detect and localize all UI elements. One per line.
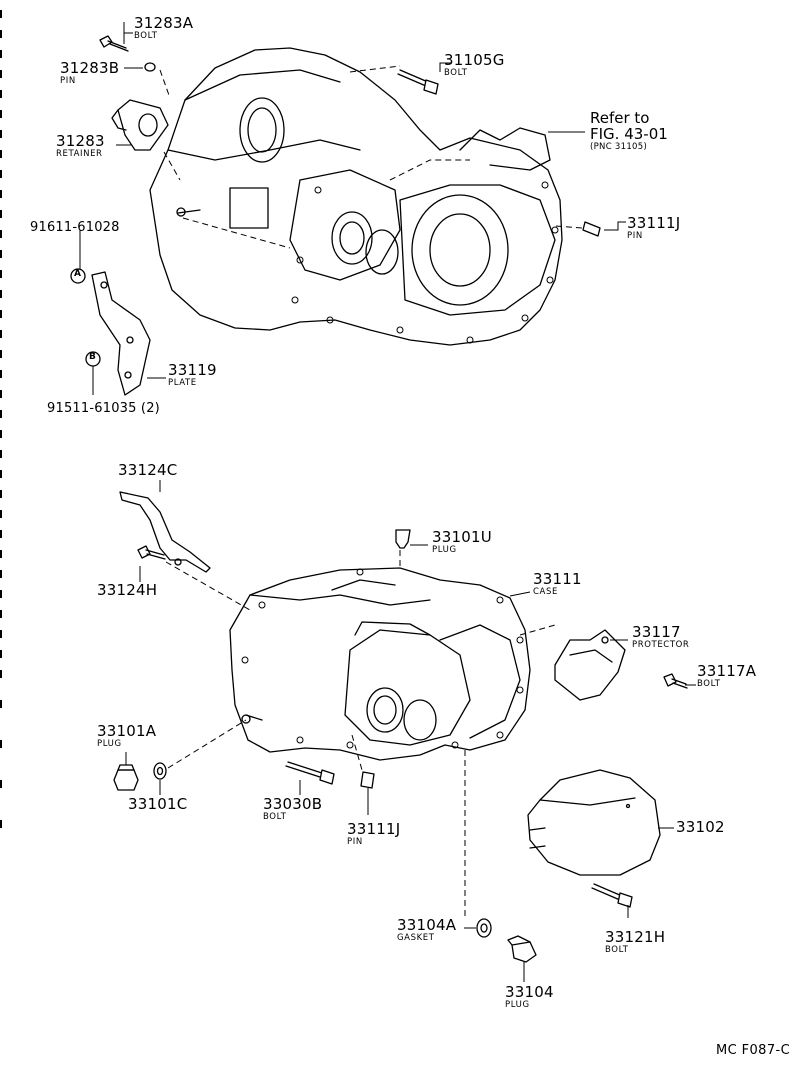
bolt-33121h-drawing	[591, 883, 633, 908]
part-number: 31105G	[444, 51, 505, 69]
marker-letter: A	[74, 269, 81, 279]
part-description: PIN	[347, 837, 363, 847]
part-description: PLUG	[505, 1000, 530, 1010]
callout-33111j-lower: 33111J PIN	[347, 822, 400, 847]
upper-leader-lines	[79, 22, 626, 395]
bolt-marker-b: B	[89, 353, 96, 362]
part-number: 33119	[168, 361, 217, 379]
part-number: 33101U	[432, 528, 492, 546]
part-number: 33101C	[128, 795, 188, 813]
bolt-33124h-drawing	[137, 545, 166, 560]
callout-33102: 33102	[676, 820, 725, 835]
callout-31283b: 31283B PIN	[60, 61, 119, 86]
part-number: 33111J	[627, 214, 681, 232]
transaxle-case-drawing	[229, 567, 531, 761]
plate-33119-drawing	[91, 271, 151, 396]
part-description: PIN	[60, 76, 76, 86]
gasket-33104a-drawing	[476, 918, 492, 938]
callout-33124h: 33124H	[97, 583, 157, 598]
bracket-33124c-drawing	[119, 491, 211, 573]
part-description: PIN	[627, 231, 643, 241]
part-description: BOLT	[444, 68, 468, 78]
callout-33124c: 33124C	[118, 463, 177, 478]
reference-line-1: Refer to	[590, 109, 650, 127]
lower-leader-lines	[125, 480, 696, 982]
part-number: 33124H	[97, 581, 158, 599]
callout-91611-61028: 91611-61028	[30, 221, 120, 234]
cover-33102-drawing	[527, 769, 661, 876]
protector-33117-drawing	[554, 629, 626, 701]
part-description: BOLT	[134, 31, 158, 41]
callout-figure-reference: Refer to FIG. 43-01 (PNC 31105)	[590, 109, 668, 152]
callout-33117a: 33117A BOLT	[697, 664, 756, 689]
page-edge-marks	[0, 10, 2, 828]
part-description: RETAINER	[56, 149, 103, 159]
callout-33117: 33117 PROTECTOR	[632, 625, 689, 650]
pin-33111j-lower-drawing	[360, 771, 375, 789]
part-number: 33104	[505, 983, 554, 1001]
part-number: 91611-61028	[30, 220, 120, 235]
part-number: 33104A	[397, 916, 457, 934]
part-description: BOLT	[263, 812, 287, 822]
marker-letter: B	[89, 352, 96, 362]
callout-31283a: 31283A BOLT	[134, 16, 193, 41]
callout-33121h: 33121H BOLT	[605, 930, 665, 955]
part-number: 33111J	[347, 820, 401, 838]
part-description: BOLT	[605, 945, 629, 955]
callout-33101u: 33101U PLUG	[432, 530, 492, 555]
callout-33101a: 33101A PLUG	[97, 724, 156, 749]
callout-33111: 33111 CASE	[533, 572, 582, 597]
callout-33104a: 33104A GASKET	[397, 918, 456, 943]
reference-line-3: (PNC 31105)	[590, 141, 648, 152]
bolt-33117a-drawing	[663, 673, 688, 689]
part-number: 33111	[533, 570, 582, 588]
part-number: 31283B	[60, 59, 120, 77]
callout-91511-61035: 91511-61035 (2)	[47, 402, 160, 415]
bolt-31105g-drawing	[397, 69, 439, 95]
part-number: 33124C	[118, 461, 178, 479]
bolt-marker-a-drawing	[70, 268, 86, 284]
part-description: BOLT	[697, 679, 721, 689]
bolt-marker-a: A	[74, 270, 81, 279]
washer-33101c-drawing	[153, 762, 167, 780]
figure-code: MC F087-C	[716, 1043, 791, 1058]
part-number: 33102	[676, 818, 725, 836]
callout-33119: 33119 PLATE	[168, 363, 217, 388]
part-number: 31283	[56, 132, 105, 150]
part-description: PROTECTOR	[632, 640, 690, 650]
transaxle-housing-drawing	[149, 47, 563, 346]
retainer-31283-drawing	[111, 99, 169, 151]
bolt-31283a-drawing	[99, 35, 129, 52]
callout-31105g: 31105G BOLT	[444, 53, 505, 78]
callout-31283: 31283 RETAINER	[56, 134, 105, 159]
callout-33101c: 33101C	[128, 797, 187, 812]
part-number: 33121H	[605, 928, 666, 946]
part-number: 91511-61035 (2)	[47, 401, 160, 416]
pin-31283b-drawing	[144, 62, 156, 72]
part-number: 33030B	[263, 795, 323, 813]
plug-33101a-drawing	[113, 764, 139, 791]
part-number: 33101A	[97, 722, 157, 740]
callout-33111j-upper: 33111J PIN	[627, 216, 680, 241]
part-number: 33117	[632, 623, 681, 641]
part-description: GASKET	[397, 933, 435, 943]
part-description: PLUG	[432, 545, 457, 555]
callout-33104: 33104 PLUG	[505, 985, 554, 1010]
pin-33111j-upper-drawing	[582, 221, 601, 237]
part-description: CASE	[533, 587, 558, 597]
plug-33104-drawing	[507, 935, 537, 963]
part-number: 33117A	[697, 662, 757, 680]
bolt-33030b-drawing	[285, 761, 335, 785]
callout-33030b: 33030B BOLT	[263, 797, 322, 822]
part-number: 31283A	[134, 14, 194, 32]
part-description: PLATE	[168, 378, 197, 388]
plug-33101u-drawing	[395, 529, 411, 549]
reference-line-2: FIG. 43-01	[590, 124, 668, 143]
part-description: PLUG	[97, 739, 122, 749]
